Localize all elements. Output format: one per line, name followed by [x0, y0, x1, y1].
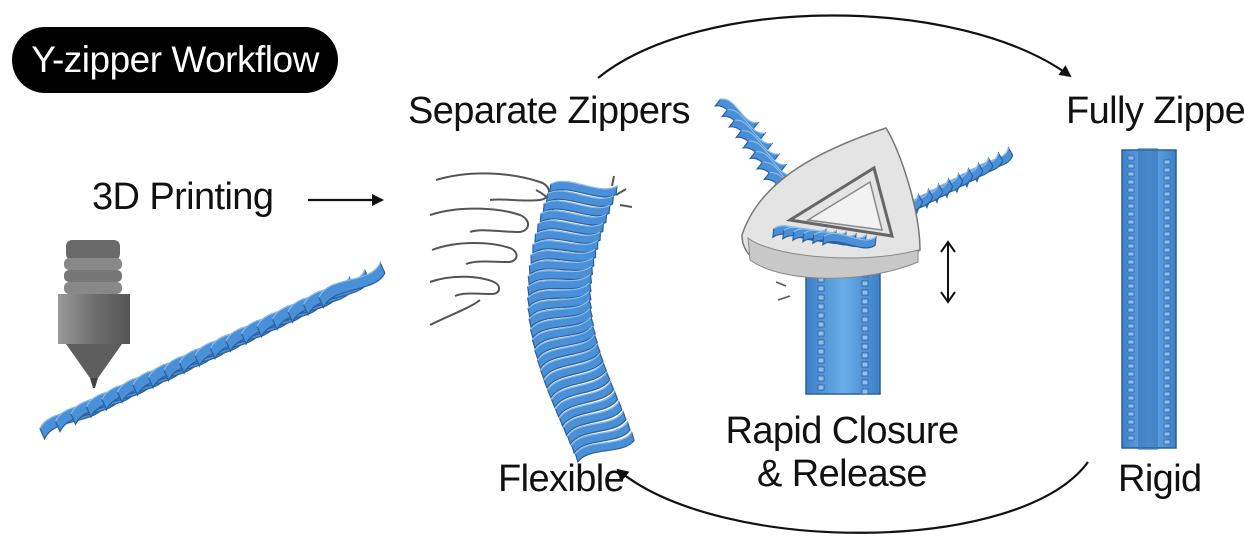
label-fully-zipped: Fully Zipped: [1066, 90, 1244, 132]
label-rapid-line2: & Release: [757, 452, 928, 495]
zipper-link: [822, 232, 877, 249]
zipper-link: [540, 342, 601, 380]
zipper-link: [532, 239, 599, 255]
label-rapid-closure: Rapid Closure & Release: [725, 410, 960, 496]
label-separate-zippers: Separate Zippers: [408, 90, 691, 132]
rigid-zipper-column: [1121, 148, 1177, 450]
zipper-link: [549, 180, 618, 198]
zipper-link: [536, 333, 599, 370]
print-nozzle-icon: [58, 240, 130, 388]
zipper-link: [562, 400, 623, 437]
zipper-link: [527, 264, 594, 287]
zipper-link: [318, 261, 386, 309]
zipper-link: [534, 324, 596, 360]
flexible-zipper: [527, 180, 635, 464]
closed-column: [805, 261, 881, 395]
hand-icon: [429, 172, 633, 326]
zipper-link: [570, 420, 631, 455]
zipper-link: [528, 256, 595, 276]
zipper-link: [574, 431, 635, 464]
printed-zipper-strip: [39, 261, 386, 441]
label-3d-printing: 3D Printing: [92, 176, 274, 218]
arrow-to-flexible: [616, 461, 1089, 534]
zipper-arm-front: [772, 225, 877, 249]
arrow-to-zipped: [597, 14, 1072, 79]
zipper-link: [536, 219, 605, 235]
zipper-link: [558, 390, 619, 428]
zipper-link: [529, 307, 593, 339]
zipper-link: [539, 210, 608, 226]
zipper-link: [547, 361, 607, 400]
zipper-link: [530, 247, 597, 265]
zipper-link: [545, 190, 615, 207]
label-flexible: Flexible: [498, 458, 625, 500]
diagram-title: Y-zipper Workflow: [31, 39, 319, 80]
zipper-link: [550, 370, 611, 409]
y-slider-assembly: [713, 98, 1014, 395]
label-rapid-line1: Rapid Closure: [725, 410, 960, 452]
zipper-link: [543, 351, 604, 390]
zipper-link: [534, 229, 602, 244]
zipper-link: [566, 410, 627, 446]
zipper-link: [531, 315, 595, 350]
zipper-link: [528, 298, 592, 329]
double-arrow-icon: [940, 240, 956, 304]
zipper-link: [554, 380, 615, 419]
title-badge: Y-zipper Workflow: [12, 27, 338, 93]
zipper-link: [542, 200, 611, 217]
zipper-link: [527, 281, 592, 308]
label-rigid: Rigid: [1118, 458, 1202, 500]
zipper-link: [527, 273, 593, 297]
zipper-link: [527, 289, 592, 318]
